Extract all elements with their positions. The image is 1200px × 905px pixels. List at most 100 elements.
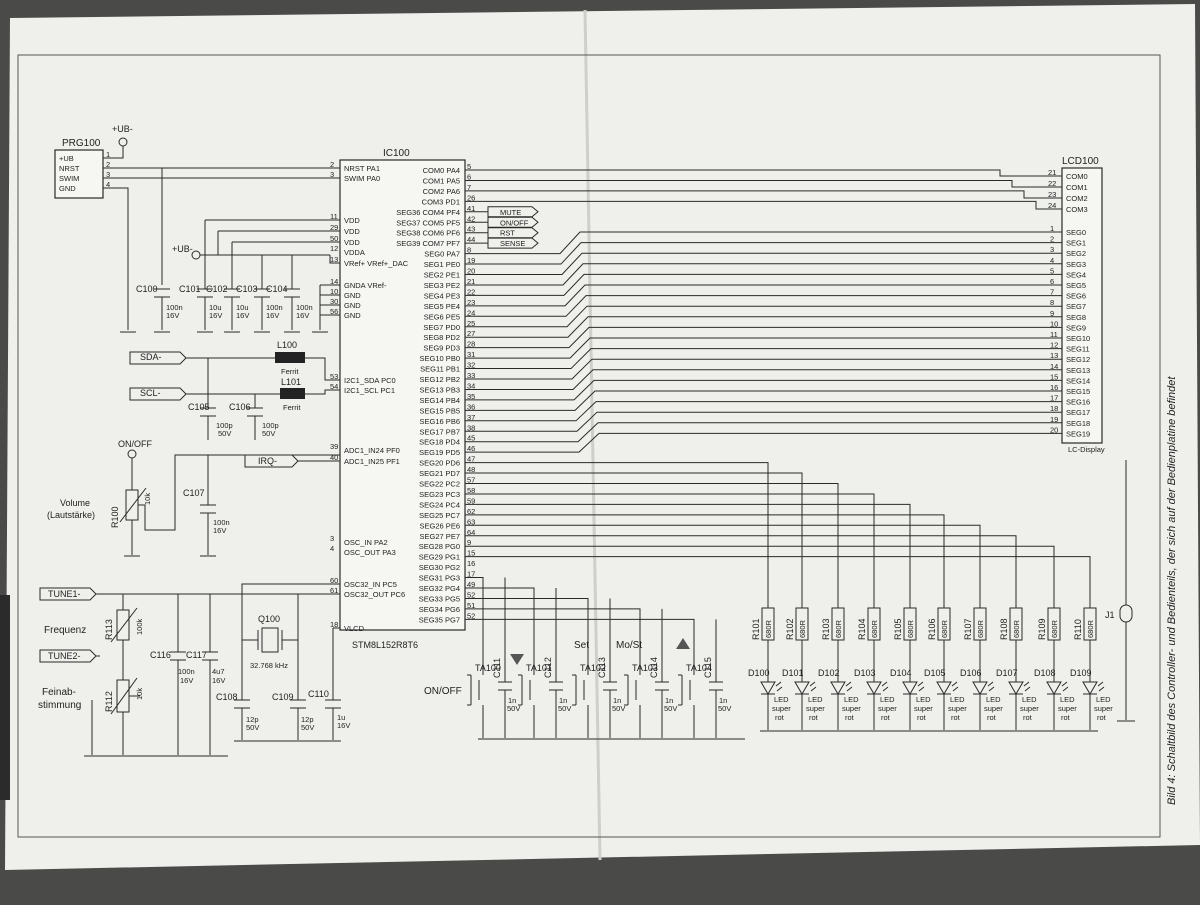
led-light-icon (809, 681, 817, 692)
vdd-cap-val2: 16V (166, 311, 179, 320)
r100-arrow (119, 487, 147, 523)
r112-arrow (110, 677, 138, 715)
r113-ref: R113 (104, 619, 114, 640)
sda-port: SDA- (140, 352, 162, 362)
c106-ref: C106 (229, 402, 251, 412)
onoff-left-label: ON/OFF (118, 439, 152, 449)
led-diode-ref: D106 (960, 668, 982, 678)
lcd-seg-pin-name: SEG4 (1066, 270, 1086, 279)
led-type-l3: rot (951, 713, 961, 722)
button-cap-ref: C114 (649, 657, 659, 678)
led-diode-icon (866, 681, 882, 695)
lcd-seg-pin-num: 14 (1050, 362, 1058, 371)
led-feed-wire (465, 472, 803, 608)
led-feed-wire (465, 556, 1091, 608)
ic-left-pin-name: SWIM PA0 (344, 174, 380, 183)
ic-right-pin-name: SEG6 PE5 (424, 312, 460, 321)
prg100-body (54, 149, 104, 199)
ic-right-pin-num: 27 (467, 329, 475, 338)
ic-right-pin-name: SEG21 PD7 (419, 469, 460, 478)
r113-val: 100k (135, 618, 144, 635)
ic-right-pin-num: 23 (467, 298, 475, 307)
led-type-l3: rot (809, 713, 819, 722)
led-light-icon (845, 681, 853, 692)
led-light-icon (881, 681, 889, 692)
port-flag-onoff (487, 216, 539, 228)
led-feed-wire (465, 535, 1017, 608)
ic-right-pin-num: 41 (467, 204, 475, 213)
r112-val: 10k (135, 688, 144, 700)
button-feed-wire (465, 608, 641, 675)
figure-caption: Bild 4: Schaltbild des Controller- und B… (1166, 376, 1178, 805)
led-type-l1: LED (1022, 695, 1037, 704)
led-type-l1: LED (986, 695, 1001, 704)
button-cap-val2: 50V (558, 704, 571, 713)
c105-ref: C105 (188, 402, 210, 412)
ic-left-pin-name: VDD (344, 216, 360, 225)
ic100-body (339, 159, 466, 631)
lcd-seg-pin-num: 6 (1050, 277, 1054, 286)
ic-right-pin-num: 57 (467, 476, 475, 485)
ic-right-pin-name: SEG17 PB7 (420, 427, 460, 436)
seg-wire (465, 252, 1062, 275)
lcd-seg-pin-num: 20 (1050, 425, 1058, 434)
lcd-seg-pin-num: 12 (1050, 341, 1058, 350)
led-diode-icon (830, 681, 846, 695)
lcd-seg-pin-name: SEG14 (1066, 376, 1090, 385)
ic-right-pin-name: SEG13 PB3 (420, 385, 460, 394)
lcd-seg-pin-num: 9 (1050, 309, 1054, 318)
ic-right-pin-num: 46 (467, 444, 475, 453)
ic-left-pin-name: OSC_IN PA2 (344, 538, 388, 547)
ic-right-pin-name: SEG18 PD4 (419, 438, 460, 447)
led-type-l3: rot (845, 713, 855, 722)
ic-right-pin-name: SEG22 PC2 (419, 480, 460, 489)
led-diode-ref: D102 (818, 668, 840, 678)
led-type-l1: LED (1096, 695, 1111, 704)
ic-left-pin-name: GND (344, 291, 361, 300)
led-type-l2: super (1020, 704, 1039, 713)
port-label-mute: MUTE (500, 208, 521, 217)
led-resistor-ref: R107 (963, 618, 973, 640)
wire-prg-ub (103, 146, 124, 159)
c107-val1: 100n (213, 518, 230, 527)
led-resistor-val: 680R (1086, 619, 1095, 638)
wire-fine (91, 655, 140, 755)
seg-wire (465, 263, 1062, 286)
led-type-l1: LED (880, 695, 895, 704)
ic-right-pin-name: SEG7 PD0 (423, 323, 460, 332)
ic-right-pin-num: 16 (467, 559, 475, 568)
ic-right-pin-name: COM1 PA5 (423, 176, 460, 185)
paper (5, 4, 1200, 870)
wire-osc32 (241, 583, 340, 700)
led-light-icon (951, 681, 959, 692)
vdd-cap-ref: C101 (179, 284, 201, 294)
seg-wire (465, 326, 1062, 349)
tune2-port: TUNE2- (48, 651, 81, 661)
ic-right-pin-num: 19 (467, 256, 475, 265)
led-feed-wire (465, 483, 839, 608)
q100-freq: 32.768 kHz (250, 661, 288, 670)
ic-right-pin-num: 26 (467, 193, 475, 202)
ic-left-pin-name: ADC1_IN24 PF0 (344, 446, 400, 455)
button-cap-val1: 1n (665, 696, 673, 705)
c109-val2: 50V (301, 723, 314, 732)
wire-vref (329, 255, 340, 264)
lcd-seg-pin-name: SEG15 (1066, 387, 1090, 396)
vdd-cap-val1: 100n (266, 303, 283, 312)
ic-left-pin-name: GND (344, 311, 361, 320)
ic-right-pin-name: SEG16 PB6 (420, 417, 460, 426)
port-label-onoff: ON/OFF (500, 218, 529, 227)
button-ref: TA100 (475, 663, 501, 673)
prg-pin-name: +UB (59, 154, 74, 163)
button-cap-val1: 1n (508, 696, 516, 705)
vdd-cap-val1: 10u (209, 303, 222, 312)
prg-pin-num: 4 (106, 180, 110, 189)
led-diode-ref: D103 (854, 668, 876, 678)
ic-right-pin-num: 37 (467, 413, 475, 422)
ic-left-pin-name: VLCD (344, 624, 365, 633)
lcd-seg-pin-name: SEG16 (1066, 398, 1090, 407)
led-type-l1: LED (950, 695, 965, 704)
led-resistor-ref: R101 (751, 618, 761, 640)
button-ref: TA102 (580, 663, 606, 673)
ic-left-pin-name: OSC_OUT PA3 (344, 548, 396, 557)
